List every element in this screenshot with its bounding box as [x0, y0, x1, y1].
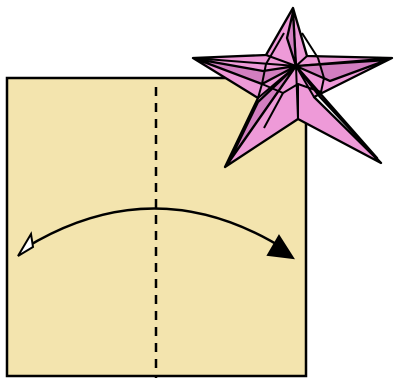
arrow-curve [24, 207, 287, 252]
fold-unfold-arrow [17, 207, 295, 260]
star-crease-lines [192, 7, 393, 168]
origami-star-icon [191, 6, 394, 169]
solid-arrowhead-icon [266, 234, 295, 260]
open-arrowhead-icon [17, 231, 35, 257]
